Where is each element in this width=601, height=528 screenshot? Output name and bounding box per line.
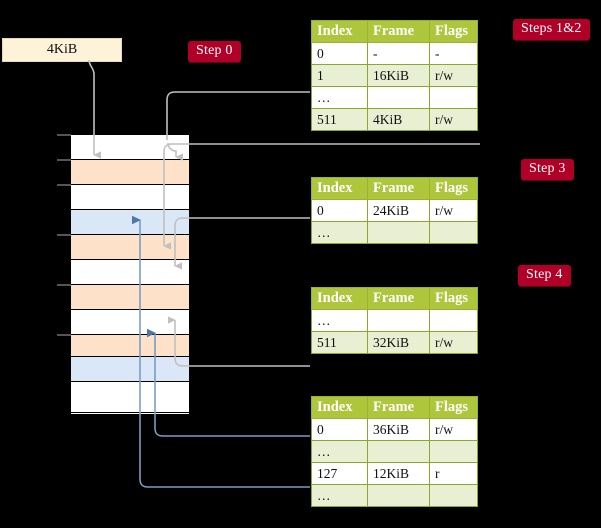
cell-index: 0 <box>311 418 368 441</box>
cell-frame: - <box>367 42 430 65</box>
connector-step3 <box>174 217 310 270</box>
column-header-frame: Frame <box>367 177 430 200</box>
cell-flags: - <box>429 42 478 65</box>
memory-tick <box>57 184 71 186</box>
physical-memory-column <box>70 134 190 415</box>
cell-index: 511 <box>311 108 368 131</box>
cell-flags <box>429 309 478 332</box>
column-header-flags: Flags <box>429 396 478 419</box>
table-header-row: Index Frame Flags <box>311 20 478 43</box>
mem-row <box>71 210 189 235</box>
table-header-row: Index Frame Flags <box>311 177 478 200</box>
table-row[interactable]: … <box>311 440 478 463</box>
mem-row <box>71 235 189 260</box>
column-header-frame: Frame <box>367 287 430 310</box>
cell-flags: r/w <box>429 331 478 354</box>
table-row[interactable]: … <box>311 86 478 109</box>
cell-index: … <box>311 221 368 244</box>
cell-frame: 32KiB <box>367 331 430 354</box>
table-header-row: Index Frame Flags <box>311 287 478 310</box>
mem-row <box>71 335 189 357</box>
cell-frame <box>367 309 430 332</box>
cell-frame <box>367 440 430 463</box>
memory-tick <box>57 134 71 136</box>
memory-tick <box>57 234 71 236</box>
cell-index: … <box>311 309 368 332</box>
cell-flags <box>429 440 478 463</box>
table-row[interactable]: 1 16KiB r/w <box>311 64 478 87</box>
badge-steps-1-2: Steps 1&2 <box>513 19 590 40</box>
cell-flags <box>429 221 478 244</box>
connector-step4 <box>167 316 310 367</box>
cell-flags <box>429 86 478 109</box>
cell-frame: 36KiB <box>367 418 430 441</box>
cell-index: 511 <box>311 331 368 354</box>
cell-index: … <box>311 484 368 507</box>
cell-index: 127 <box>311 462 368 485</box>
table-row[interactable]: 0 36KiB r/w <box>311 418 478 441</box>
cell-flags: r/w <box>429 108 478 131</box>
mem-row <box>71 260 189 285</box>
column-header-frame: Frame <box>367 20 430 43</box>
cell-index: … <box>311 440 368 463</box>
table-row[interactable]: 127 12KiB r <box>311 462 478 485</box>
cell-frame: 4KiB <box>367 108 430 131</box>
column-header-index: Index <box>311 177 368 200</box>
mem-row <box>71 135 189 160</box>
level-3-table: Index Frame Flags 0 24KiB r/w … <box>311 177 478 244</box>
table-header-row: Index Frame Flags <box>311 396 478 419</box>
column-header-flags: Flags <box>429 287 478 310</box>
badge-step-3: Step 3 <box>521 159 574 180</box>
memory-tick <box>57 334 71 336</box>
mem-row <box>71 382 189 413</box>
column-header-flags: Flags <box>429 20 478 43</box>
cell-frame <box>367 221 430 244</box>
cell-flags <box>429 484 478 507</box>
virtual-address-box: 4KiB <box>2 38 122 62</box>
cell-index: 1 <box>311 64 368 87</box>
badge-step-4: Step 4 <box>518 265 571 286</box>
level-1-table: Index Frame Flags 0 36KiB r/w … 127 12Ki… <box>311 396 478 507</box>
column-header-flags: Flags <box>429 177 478 200</box>
table-row[interactable]: 0 24KiB r/w <box>311 199 478 222</box>
cell-flags: r/w <box>429 418 478 441</box>
cell-flags: r <box>429 462 478 485</box>
level-2-table: Index Frame Flags … 511 32KiB r/w <box>311 287 478 354</box>
mem-row <box>71 185 189 210</box>
memory-tick <box>57 159 71 161</box>
column-header-index: Index <box>311 20 368 43</box>
cell-flags: r/w <box>429 199 478 222</box>
cell-frame <box>367 484 430 507</box>
cell-index: 0 <box>311 199 368 222</box>
level-4-table: Index Frame Flags 0 - - 1 16KiB r/w … 51… <box>311 20 478 131</box>
table-row[interactable]: 511 32KiB r/w <box>311 331 478 354</box>
cell-flags: r/w <box>429 64 478 87</box>
memory-tick <box>57 284 71 286</box>
column-header-index: Index <box>311 396 368 419</box>
cell-frame: 24KiB <box>367 199 430 222</box>
cell-index: … <box>311 86 368 109</box>
table-row[interactable]: … <box>311 309 478 332</box>
table-row[interactable]: … <box>311 221 478 244</box>
mem-row <box>71 285 189 310</box>
table-row[interactable]: 511 4KiB r/w <box>311 108 478 131</box>
mem-row <box>71 357 189 382</box>
mem-row <box>71 160 189 185</box>
cell-frame <box>367 86 430 109</box>
cell-frame: 16KiB <box>367 64 430 87</box>
column-header-frame: Frame <box>367 396 430 419</box>
cell-index: 0 <box>311 42 368 65</box>
badge-step-0: Step 0 <box>188 41 241 62</box>
mem-row <box>71 310 189 335</box>
cell-frame: 12KiB <box>367 462 430 485</box>
table-row[interactable]: 0 - - <box>311 42 478 65</box>
column-header-index: Index <box>311 287 368 310</box>
table-row[interactable]: … <box>311 484 478 507</box>
